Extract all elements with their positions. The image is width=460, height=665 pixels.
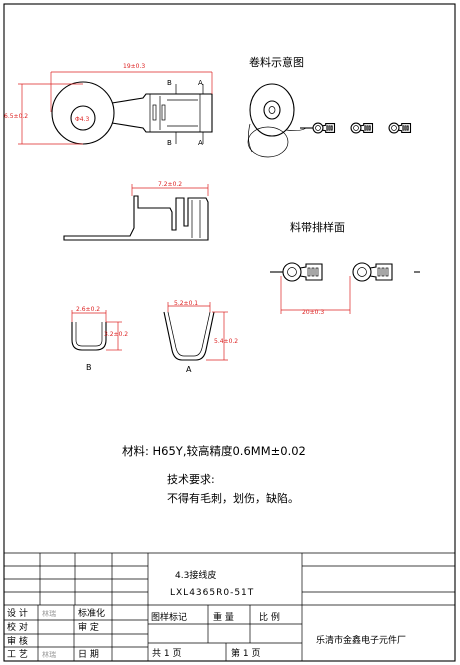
tech-requirements-body: 不得有毛刺，划伤，缺陷。: [167, 491, 299, 505]
approval-column-label: 标准化: [78, 607, 105, 619]
section-mark-a-bottom: A: [198, 139, 203, 147]
side-view: 7.2±0.2: [63, 181, 209, 241]
company-name: 乐清市金鑫电子元件厂: [316, 634, 406, 646]
section-a-label: A: [186, 365, 192, 374]
approval-row: 审 核: [7, 635, 28, 647]
approval-role-label: 工 艺: [7, 649, 28, 660]
dim-side-length: 7.2±0.2: [158, 181, 182, 188]
approval-role-label: 审 核: [7, 635, 28, 647]
dim-a-width: 5.2±0.1: [174, 300, 198, 307]
top-view: 19±0.3 6.5±0.2 Φ4.3 B A B A: [4, 63, 213, 147]
part-name: 4.3接线皮: [175, 569, 216, 581]
dim-hole: Φ4.3: [75, 116, 89, 123]
section-b-label: B: [86, 363, 92, 372]
dim-length: 19±0.3: [123, 63, 145, 70]
sheet-border: [3, 3, 456, 662]
dim-width: 6.5±0.2: [4, 113, 28, 120]
header-scale: 比 例: [259, 611, 280, 623]
dim-b-height: 3.2±0.2: [104, 331, 128, 338]
approval-row: 工 艺 林瑞 日 期: [7, 649, 99, 660]
strip-title: 料带排样面: [290, 220, 345, 234]
header-drawing-mark: 图样标记: [151, 611, 187, 623]
approval-row: 设 计 林瑞 标准化: [7, 607, 105, 619]
material-note: 材料: H65Y,较高精度0.6MM±0.02: [122, 444, 306, 458]
section-b-view: 2.6±0.2 3.2±0.2 B: [71, 306, 128, 372]
dim-pitch: 20±0.3: [302, 309, 324, 316]
section-mark-a-top: A: [198, 79, 203, 87]
dim-a-height: 5.4±0.2: [214, 338, 238, 345]
title-block: 4.3接线皮 LXL4365R0-51T 设 计林瑞标准化校 对审 定审 核工 …: [4, 552, 455, 661]
header-weight: 重 量: [213, 611, 234, 623]
approval-signature: 林瑞: [42, 609, 56, 618]
approval-signature: 林瑞: [42, 650, 56, 659]
approval-role-label: 设 计: [7, 607, 28, 619]
reel-view: 卷料示意图: [247, 55, 412, 158]
section-mark-b-bottom: B: [167, 139, 172, 147]
part-code: LXL4365R0-51T: [170, 588, 254, 598]
approval-role-label: 校 对: [7, 621, 28, 633]
dim-b-width: 2.6±0.2: [76, 306, 100, 313]
sheet-total: 共 1 页: [152, 648, 181, 659]
strip-view: 料带排样面 20±0.3: [270, 220, 420, 316]
sheet-current: 第 1 页: [231, 647, 260, 659]
approval-column-label: 日 期: [78, 649, 99, 660]
section-a-view: 5.2±0.1 5.4±0.2 A: [163, 300, 238, 374]
approval-row: 校 对审 定: [7, 621, 99, 633]
section-mark-b-top: B: [167, 79, 172, 87]
approval-column-label: 审 定: [78, 621, 99, 633]
reel-title: 卷料示意图: [249, 55, 304, 69]
tech-requirements-title: 技术要求:: [167, 473, 215, 486]
